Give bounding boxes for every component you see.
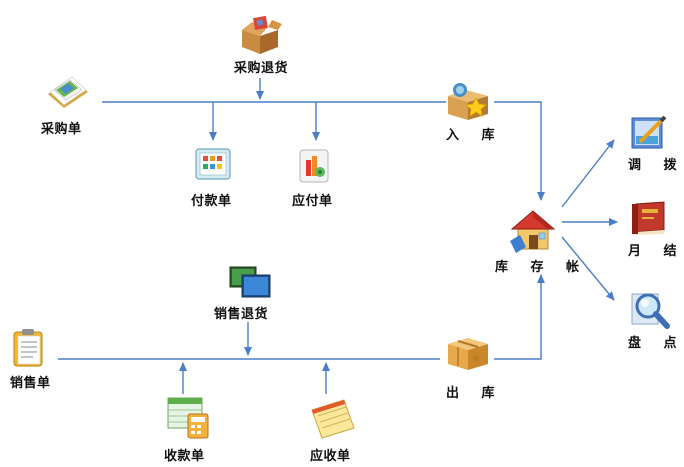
shipping-box-icon	[444, 332, 492, 376]
clipboard-icon	[12, 328, 52, 372]
magnifier-icon	[630, 290, 670, 334]
ledger-book-icon	[630, 200, 668, 240]
inventory-ledger-node[interactable]: 库 存 帐	[494, 205, 579, 275]
documents-icon	[46, 72, 90, 116]
purchase-return-node[interactable]: 采购退货	[226, 14, 301, 76]
purchase-return-label: 采购退货	[234, 61, 289, 76]
payment-form-icon	[195, 148, 231, 184]
month-end-node[interactable]: 月 结	[622, 198, 677, 260]
stock-in-label: 入 库	[446, 128, 504, 143]
sales-return-node[interactable]: 销售退货	[210, 263, 285, 323]
stock-out-node[interactable]: 出 库	[440, 332, 500, 402]
monitors-icon	[228, 265, 272, 303]
accounts-receivable-label: 应收单	[310, 449, 351, 464]
sales-order-node[interactable]: 销售单	[8, 328, 63, 391]
sales-return-label: 销售退货	[214, 307, 269, 322]
accounts-receivable-node[interactable]: 应收单	[304, 396, 364, 466]
accounts-payable-node[interactable]: 应付单	[290, 146, 345, 209]
sales-order-label: 销售单	[10, 376, 51, 391]
spreadsheet-calculator-icon	[166, 396, 212, 444]
open-box-icon	[238, 14, 282, 58]
chart-document-icon	[298, 148, 332, 188]
house-icon	[510, 207, 556, 257]
transfer-pen-icon	[630, 114, 668, 154]
stocktake-label: 盘 点	[628, 336, 684, 351]
stocktake-node[interactable]: 盘 点	[622, 288, 677, 351]
purchase-order-node[interactable]: 采购单	[38, 72, 102, 137]
inventory-ledger-label: 库 存 帐	[495, 260, 589, 275]
ledger-to-stocktake-arrow	[561, 236, 615, 301]
transfer-label: 调 拨	[628, 158, 684, 173]
accounts-payable-label: 应付单	[292, 194, 333, 209]
payment-voucher-label: 付款单	[191, 194, 232, 209]
stock-in-node[interactable]: 入 库	[440, 80, 500, 143]
transfer-node[interactable]: 调 拨	[622, 112, 677, 173]
receipt-voucher-label: 收款单	[164, 449, 205, 464]
stockin-to-ledger-line	[494, 101, 545, 201]
purchase-order-label: 采购单	[41, 122, 82, 137]
notepad-icon	[310, 398, 356, 444]
box-star-icon	[444, 80, 492, 126]
receipt-voucher-node[interactable]: 收款单	[158, 396, 218, 466]
ledger-to-transfer-arrow	[561, 139, 615, 208]
payment-voucher-node[interactable]: 付款单	[188, 146, 243, 209]
stock-out-label: 出 库	[446, 386, 504, 401]
stockout-to-ledger-line	[494, 274, 545, 360]
month-end-label: 月 结	[628, 244, 684, 259]
